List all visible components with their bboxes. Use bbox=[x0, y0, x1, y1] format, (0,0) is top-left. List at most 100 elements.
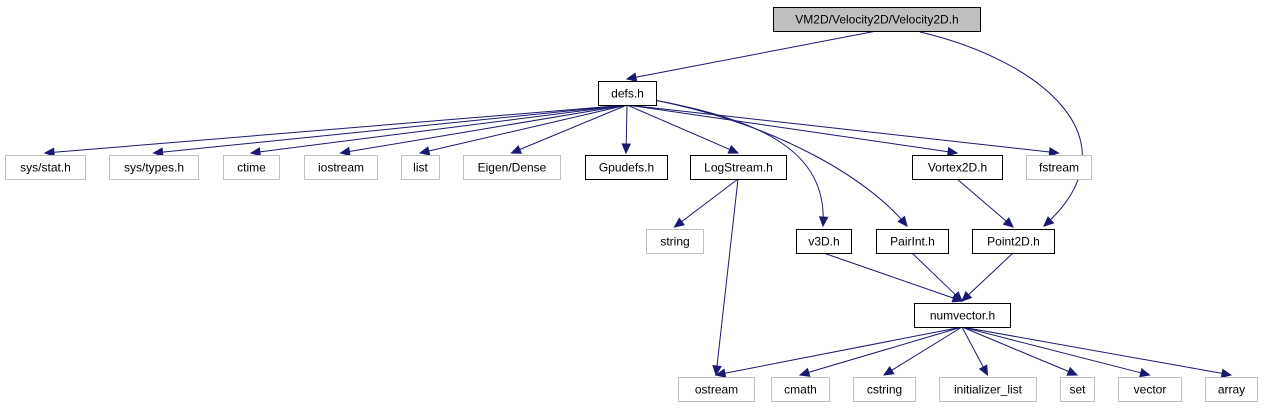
edges-layer bbox=[43, 30, 1233, 379]
node-label: initializer_list bbox=[954, 383, 1023, 397]
node-label: fstream bbox=[1039, 161, 1079, 175]
node-label: list bbox=[413, 161, 428, 175]
node-eigendense: Eigen/Dense bbox=[463, 155, 561, 180]
node-iostream: iostream bbox=[304, 155, 378, 180]
edge-logstream-to-string bbox=[681, 178, 739, 222]
node-label: Eigen/Dense bbox=[478, 161, 547, 175]
node-label: LogStream.h bbox=[704, 161, 773, 175]
node-label: ctime bbox=[237, 161, 266, 175]
node-label: Gpudefs.h bbox=[599, 161, 654, 175]
node-vortex2d[interactable]: Vortex2D.h bbox=[912, 155, 1003, 180]
node-box bbox=[1205, 377, 1258, 402]
arrowhead-defs-to-systypes bbox=[152, 147, 164, 157]
node-box bbox=[972, 229, 1055, 254]
edge-vortex2d-to-point2d bbox=[956, 178, 1007, 222]
arrowhead-pairint-to-numvector bbox=[951, 291, 963, 302]
arrowhead-velocity2d-to-point2d bbox=[1043, 216, 1055, 227]
edge-defs-to-logstream bbox=[626, 104, 730, 150]
node-point2d[interactable]: Point2D.h bbox=[972, 229, 1055, 254]
arrowhead-defs-to-vortex2d bbox=[946, 146, 959, 157]
node-cstring: cstring bbox=[853, 377, 916, 402]
node-label: defs.h bbox=[611, 87, 644, 101]
arrowhead-defs-to-gpudefs bbox=[621, 143, 631, 155]
arrowhead-numvector-to-array bbox=[1220, 368, 1233, 379]
arrowhead-defs-to-iostream bbox=[339, 146, 351, 157]
edge-velocity2d-to-defs bbox=[635, 30, 877, 78]
nodes-layer: VM2D/Velocity2D/Velocity2D.h defs.h sys/st… bbox=[5, 7, 1258, 402]
node-ctime: ctime bbox=[223, 155, 280, 180]
node-box bbox=[876, 229, 949, 254]
node-label: v3D.h bbox=[808, 235, 839, 249]
node-pairint[interactable]: PairInt.h bbox=[876, 229, 949, 254]
edge-defs-to-v3d bbox=[653, 99, 824, 227]
node-defs[interactable]: defs.h bbox=[598, 81, 657, 106]
node-label: sys/types.h bbox=[124, 161, 184, 175]
edge-logstream-to-ostream bbox=[716, 178, 739, 367]
node-box bbox=[1026, 155, 1092, 180]
node-box bbox=[939, 377, 1037, 402]
node-v3d[interactable]: v3D.h bbox=[796, 229, 852, 254]
node-box bbox=[914, 303, 1011, 328]
node-label: set bbox=[1069, 383, 1086, 397]
node-label: iostream bbox=[318, 161, 364, 175]
node-label: string bbox=[660, 235, 689, 249]
node-box bbox=[912, 155, 1003, 180]
edge-velocity2d-to-point2d bbox=[919, 31, 1083, 227]
node-vector: vector bbox=[1118, 377, 1182, 402]
node-label: ostream bbox=[695, 383, 738, 397]
arrowhead-vortex2d-to-point2d bbox=[1002, 217, 1014, 228]
edge-pairint-to-numvector bbox=[911, 252, 956, 296]
node-label: Point2D.h bbox=[987, 235, 1040, 249]
edge-defs-to-gpudefs bbox=[625, 104, 628, 145]
node-box bbox=[646, 229, 704, 254]
node-string: string bbox=[646, 229, 704, 254]
node-box bbox=[1060, 377, 1095, 402]
edge-defs-to-eigendense bbox=[519, 104, 628, 150]
arrowhead-defs-to-fstream bbox=[1048, 147, 1060, 157]
node-gpudefs[interactable]: Gpudefs.h bbox=[585, 155, 668, 180]
node-box bbox=[304, 155, 378, 180]
edge-numvector-to-ostream bbox=[724, 326, 963, 374]
edge-defs-to-iostream bbox=[349, 104, 628, 152]
node-label: sys/stat.h bbox=[20, 161, 71, 175]
arrowhead-defs-to-logstream bbox=[727, 144, 740, 154]
node-box bbox=[853, 377, 916, 402]
node-numvector[interactable]: numvector.h bbox=[914, 303, 1011, 328]
node-box bbox=[1118, 377, 1182, 402]
node-label: VM2D/Velocity2D/Velocity2D.h bbox=[795, 13, 958, 27]
node-box bbox=[401, 155, 440, 180]
edge-defs-to-fstream bbox=[626, 104, 1050, 153]
arrowhead-defs-to-list bbox=[418, 146, 431, 156]
arrowhead-defs-to-v3d bbox=[818, 216, 829, 228]
node-label: cmath bbox=[784, 383, 817, 397]
edge-point2d-to-numvector bbox=[968, 252, 1014, 296]
arrowhead-defs-to-ctime bbox=[249, 147, 261, 157]
node-logstream[interactable]: LogStream.h bbox=[690, 155, 787, 180]
node-box bbox=[109, 155, 199, 180]
node-box bbox=[773, 7, 981, 32]
node-box bbox=[690, 155, 787, 180]
node-box bbox=[796, 229, 852, 254]
edge-defs-to-vortex2d bbox=[626, 104, 949, 153]
node-box bbox=[223, 155, 280, 180]
node-sysstat: sys/stat.h bbox=[5, 155, 86, 180]
node-initializer-list: initializer_list bbox=[939, 377, 1037, 402]
node-box bbox=[5, 155, 86, 180]
edge-defs-to-sysstat bbox=[53, 104, 628, 153]
edge-defs-to-ctime bbox=[259, 104, 628, 153]
arrowhead-logstream-to-string bbox=[673, 217, 685, 228]
node-box bbox=[463, 155, 561, 180]
node-velocity2d[interactable]: VM2D/Velocity2D/Velocity2D.h bbox=[773, 7, 981, 32]
arrowhead-numvector-to-vector bbox=[1139, 368, 1151, 378]
arrowhead-defs-to-sysstat bbox=[43, 147, 55, 157]
edge-numvector-to-set bbox=[961, 326, 1069, 372]
node-systypes: sys/types.h bbox=[109, 155, 199, 180]
edge-defs-to-list bbox=[428, 104, 628, 152]
node-label: cstring bbox=[867, 383, 902, 397]
arrowhead-numvector-to-set bbox=[1066, 366, 1079, 376]
arrowhead-numvector-to-ostream bbox=[714, 368, 727, 378]
node-set: set bbox=[1060, 377, 1095, 402]
edge-numvector-to-vector bbox=[961, 326, 1141, 374]
node-ostream: ostream bbox=[678, 377, 755, 402]
